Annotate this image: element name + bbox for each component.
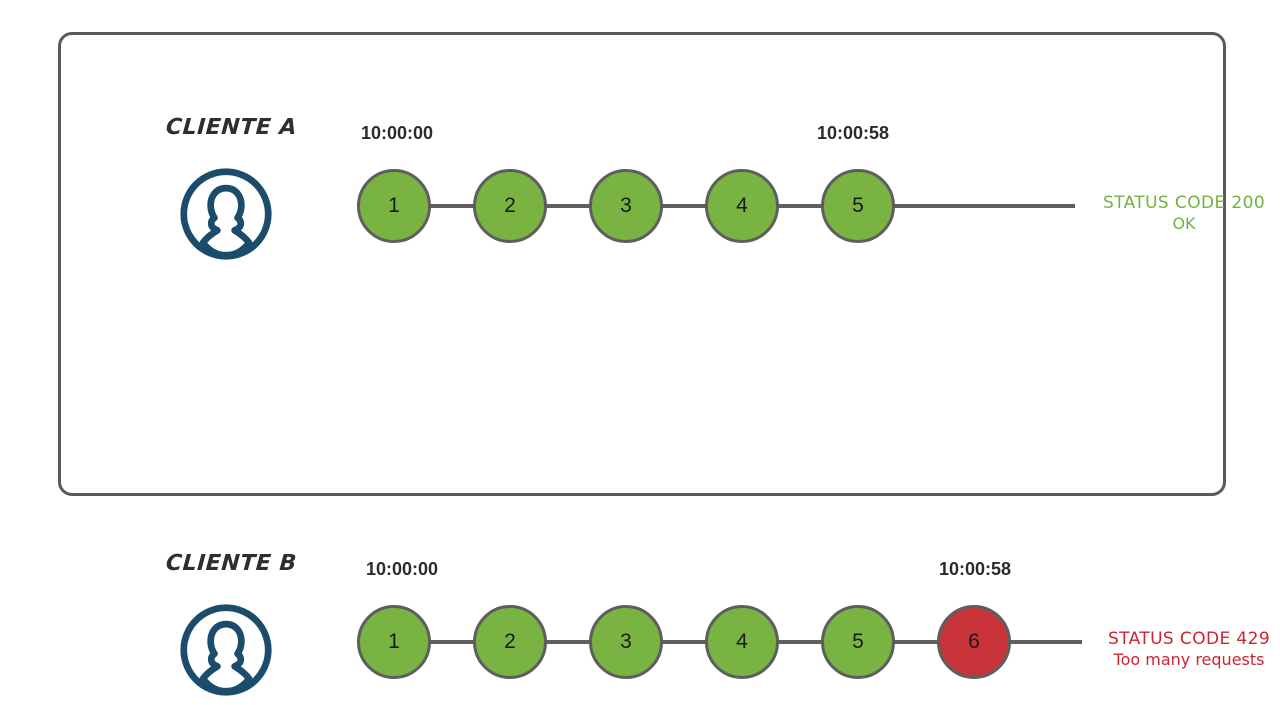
request-node-b-2[interactable]: 2 bbox=[473, 605, 547, 679]
client-a-start-timestamp: 10:00:00 bbox=[361, 123, 434, 143]
request-node-label: 5 bbox=[852, 194, 864, 217]
client-b-avatar-icon bbox=[178, 602, 274, 698]
client-a-timeline: 1 2 3 4 5 bbox=[357, 169, 1087, 269]
request-node-a-4[interactable]: 4 bbox=[705, 169, 779, 243]
diagram-panel: CLIENTE A 10:00:00 10:00:58 1 2 bbox=[58, 32, 1270, 696]
request-node-label: 3 bbox=[620, 630, 632, 653]
request-node-label: 1 bbox=[388, 194, 400, 217]
diagram-canvas: CLIENTE A 10:00:00 10:00:58 1 2 bbox=[58, 32, 1270, 696]
request-node-label: 5 bbox=[852, 630, 864, 653]
request-node-label: 4 bbox=[736, 194, 748, 217]
request-node-label: 2 bbox=[504, 630, 516, 653]
request-node-b-3[interactable]: 3 bbox=[589, 605, 663, 679]
client-a-avatar-icon bbox=[178, 166, 274, 262]
client-b-status-message: Too many requests bbox=[1113, 650, 1265, 670]
request-node-label: 1 bbox=[388, 630, 400, 653]
client-b-status-text: STATUS CODE 429 Too many requests bbox=[1089, 629, 1280, 670]
client-b-status-code: STATUS CODE 429 bbox=[1107, 629, 1271, 649]
client-b-start-timestamp: 10:00:00 bbox=[366, 559, 439, 579]
request-node-b-1[interactable]: 1 bbox=[357, 605, 431, 679]
client-b-label: CLIENTE B bbox=[165, 551, 298, 576]
request-node-b-4[interactable]: 4 bbox=[705, 605, 779, 679]
request-node-b-6[interactable]: 6 bbox=[937, 605, 1011, 679]
client-a-label: CLIENTE A bbox=[165, 115, 298, 140]
client-a-status-message: OK bbox=[1172, 214, 1196, 234]
request-node-a-1[interactable]: 1 bbox=[357, 169, 431, 243]
request-node-label: 2 bbox=[504, 194, 516, 217]
client-b-end-timestamp: 10:00:58 bbox=[939, 559, 1012, 579]
request-node-a-2[interactable]: 2 bbox=[473, 169, 547, 243]
client-a-status-text: STATUS CODE 200 OK bbox=[1089, 193, 1279, 234]
client-a-status-code: STATUS CODE 200 bbox=[1102, 193, 1266, 213]
request-node-a-5[interactable]: 5 bbox=[821, 169, 895, 243]
request-node-label: 6 bbox=[968, 630, 980, 653]
client-b-timeline: 1 2 3 4 5 6 bbox=[357, 605, 1087, 705]
request-node-b-5[interactable]: 5 bbox=[821, 605, 895, 679]
request-node-label: 4 bbox=[736, 630, 748, 653]
client-a-end-timestamp: 10:00:58 bbox=[817, 123, 890, 143]
request-node-a-3[interactable]: 3 bbox=[589, 169, 663, 243]
request-node-label: 3 bbox=[620, 194, 632, 217]
